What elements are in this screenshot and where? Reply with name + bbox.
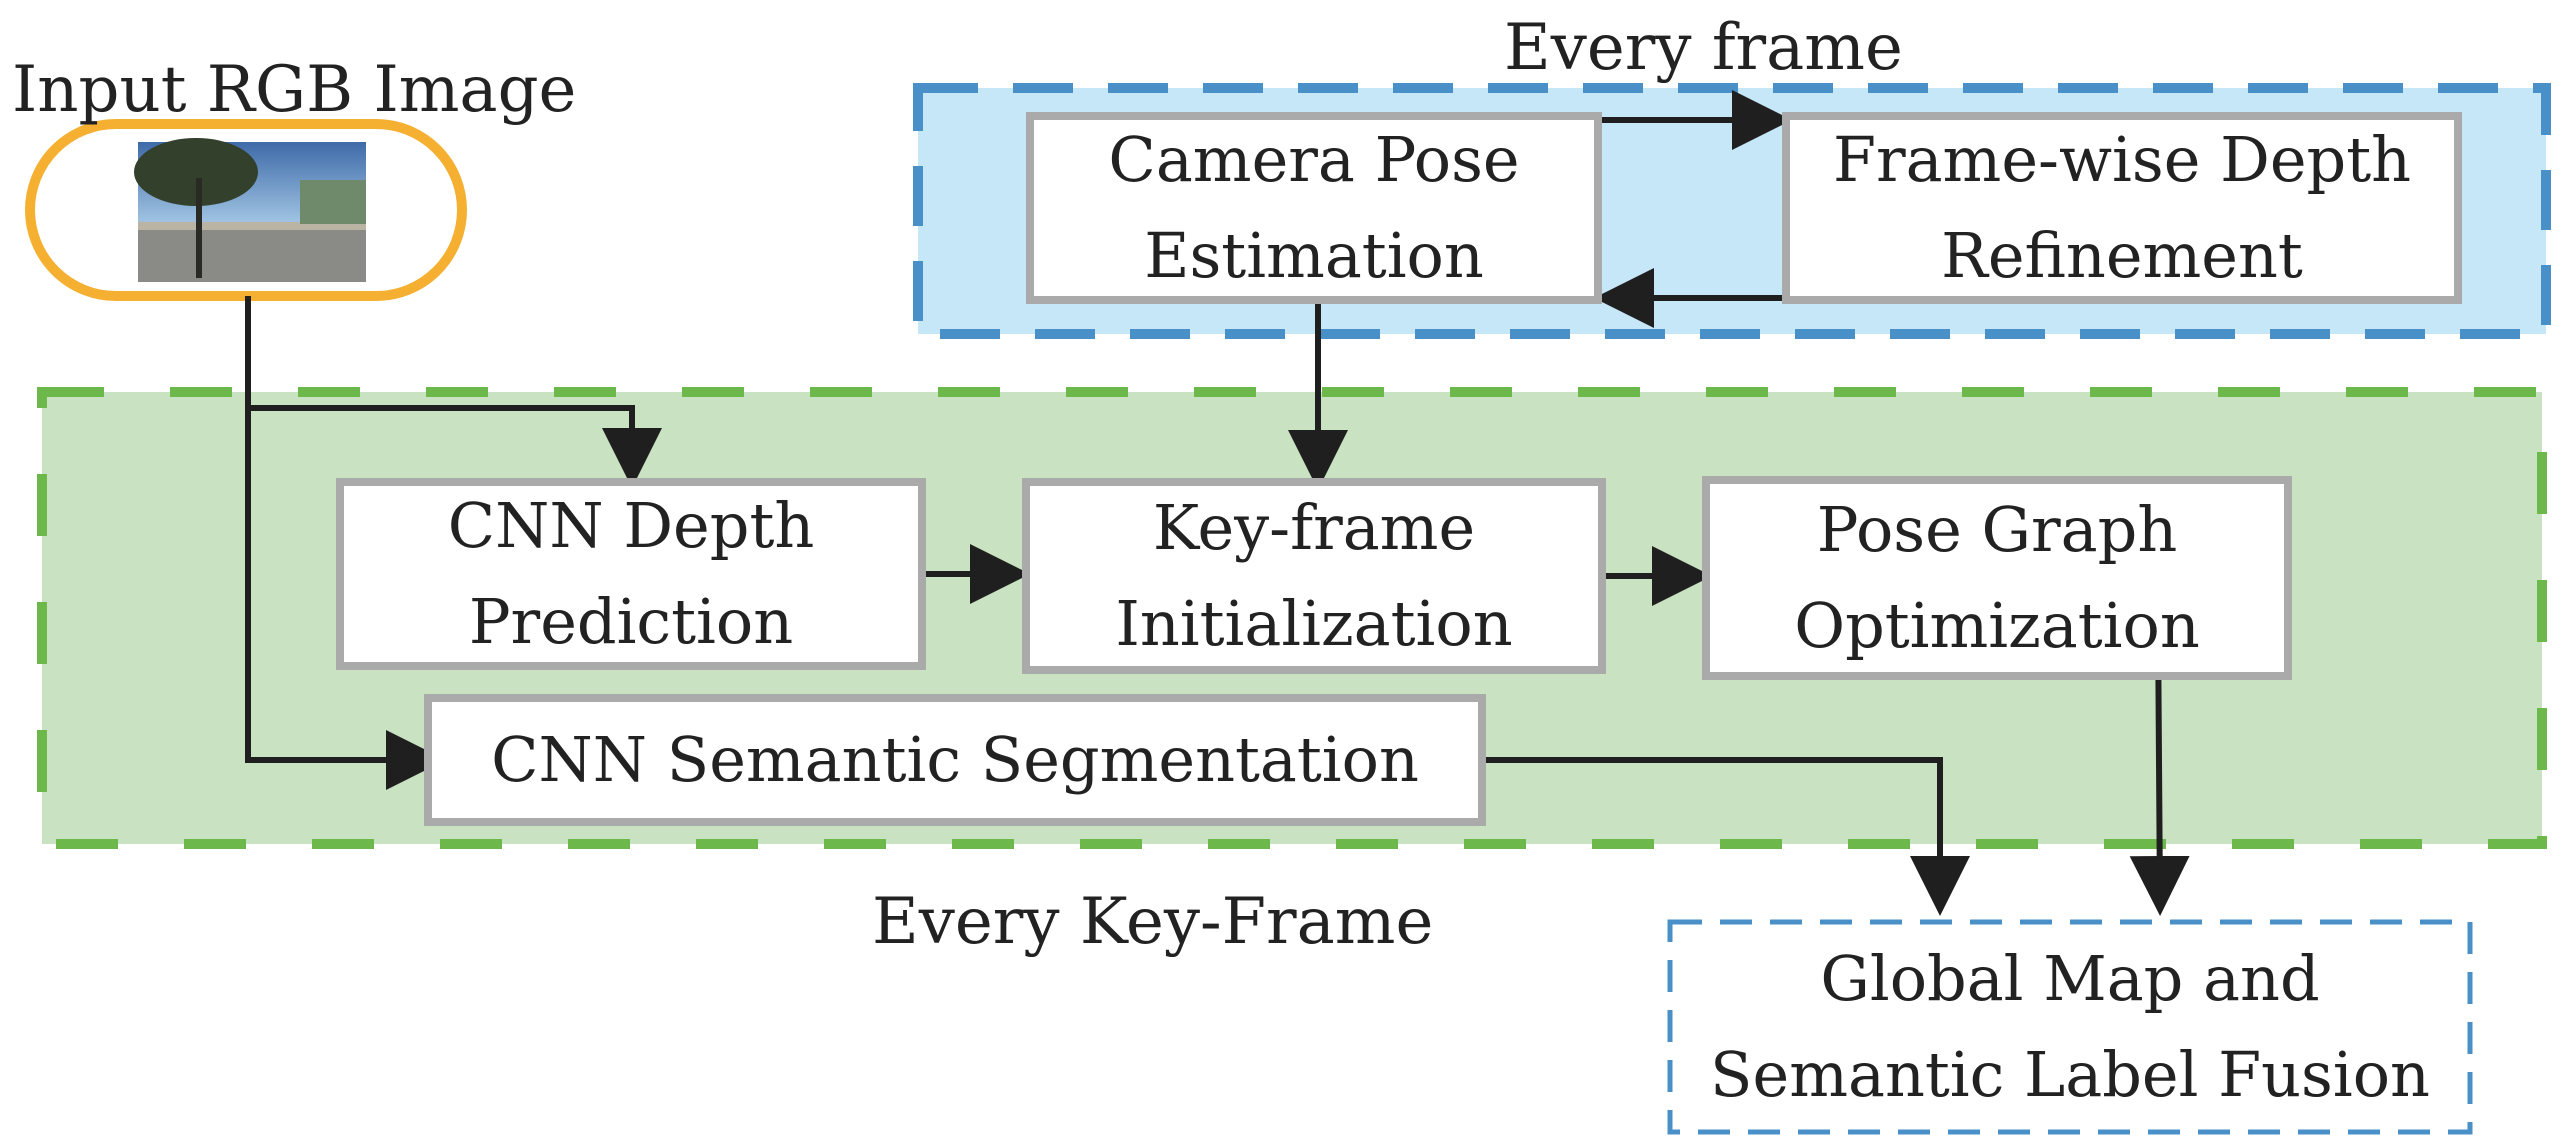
global-map-fusion-box: Global Map and Semantic Label Fusion [1676, 928, 2464, 1126]
cnn-semantic-segmentation-box: CNN Semantic Segmentation [424, 694, 1486, 826]
cnn-depth-prediction-box: CNN Depth Prediction [336, 478, 926, 670]
camera-pose-estimation-box: Camera Pose Estimation [1026, 112, 1602, 304]
depth-refine-line2: Refinement [1941, 219, 2303, 292]
depth-refinement-box: Frame-wise Depth Refinement [1782, 112, 2462, 304]
input-photo-thumbnail [134, 138, 366, 282]
cnn-depth-line2: Prediction [468, 585, 794, 658]
semseg-line1: CNN Semantic Segmentation [491, 722, 1419, 796]
camera-pose-line1: Camera Pose [1108, 122, 1520, 196]
global-map-outline [1667, 919, 2473, 1135]
input-image-label: Input RGB Image [12, 53, 577, 127]
depth-refine-line1: Frame-wise Depth [1832, 122, 2412, 196]
global-map-line2: Semantic Label Fusion [1710, 1038, 2430, 1111]
arrow-input-to-cnn-depth [245, 296, 662, 488]
keyframe-line2: Initialization [1115, 587, 1513, 660]
pose-graph-optimization-box: Pose Graph Optimization [1702, 476, 2292, 680]
pose-graph-line2: Optimization [1794, 589, 2200, 662]
every-keyframe-label: Every Key-Frame [872, 885, 1434, 959]
camera-pose-line2: Estimation [1144, 219, 1484, 292]
cnn-depth-line1: CNN Depth [447, 488, 815, 562]
keyframe-line1: Key-frame [1152, 490, 1476, 564]
every-frame-label: Every frame [1504, 11, 1903, 85]
arrow-input-to-semseg [245, 408, 446, 790]
global-map-line1: Global Map and [1820, 941, 2320, 1015]
arrow-semseg-to-global-map [1480, 757, 1970, 916]
keyframe-initialization-box: Key-frame Initialization [1022, 478, 1606, 674]
pose-graph-line1: Pose Graph [1816, 492, 2178, 566]
